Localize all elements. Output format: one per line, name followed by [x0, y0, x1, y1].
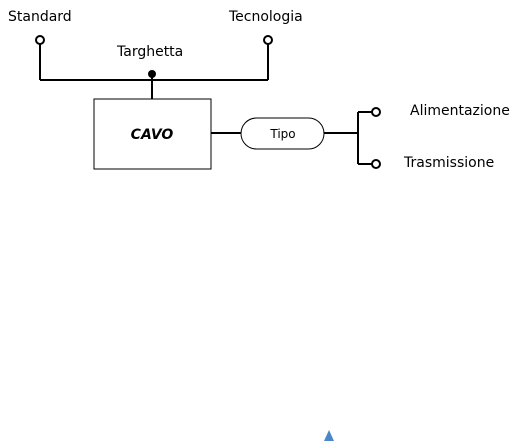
subtype-dot-alimentazione: [371, 107, 381, 117]
component-label-tecnologia: Tecnologia: [228, 9, 303, 25]
attribute-label-targhetta: Targhetta: [116, 44, 183, 60]
generalization-tipo: Tipo Alimentazione Trasmissione: [211, 103, 510, 171]
triangle-marker-icon: [324, 430, 334, 441]
entity-label: CAVO: [131, 127, 174, 143]
subtype-label-alimentazione: Alimentazione: [410, 103, 510, 119]
composite-attribute-targhetta: Standard Tecnologia Targhetta: [8, 9, 303, 99]
subtype-label-trasmissione: Trasmissione: [403, 155, 494, 171]
subtype-dot-trasmissione: [371, 159, 381, 169]
component-label-standard: Standard: [8, 9, 72, 25]
entity-cavo: CAVO: [93, 98, 212, 170]
entity-box: [93, 98, 212, 170]
attribute-dot-tecnologia: [263, 35, 273, 45]
attribute-junction-dot: [148, 70, 156, 78]
tipo-label: Tipo: [269, 127, 295, 141]
attribute-dot-standard: [35, 35, 45, 45]
